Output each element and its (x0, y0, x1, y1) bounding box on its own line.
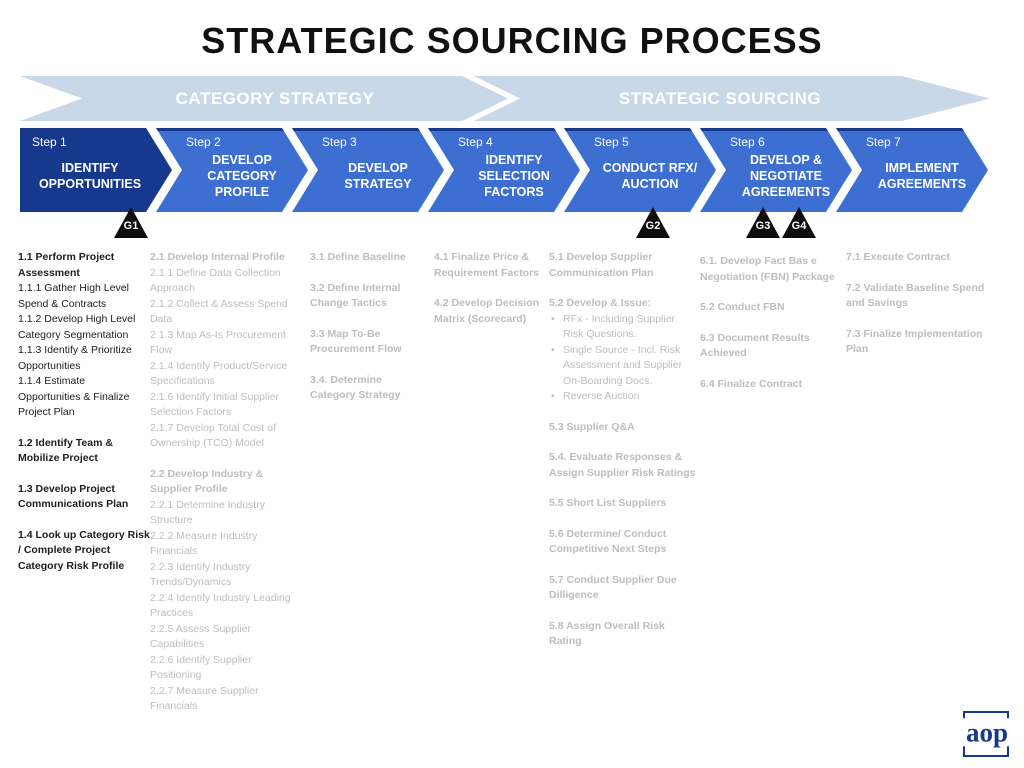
step-title: IMPLEMENT AGREEMENTS (877, 161, 967, 191)
task-item: 1.1.1 Gather High Level Spend & Contract… (18, 282, 129, 310)
step-number-label: Step 1 (32, 135, 67, 149)
aop-logo: aop (958, 704, 1016, 762)
task-item: 4.1 Finalize Price & Requirement Factors (434, 251, 540, 279)
task-item: 5.2 Develop & Issue: (549, 297, 652, 309)
step-chevron-3: Step 3 DEVELOP STRATEGY (292, 128, 444, 212)
task-item: 5.6 Determine/ Conduct Competitive Next … (549, 527, 667, 556)
task-item: 5.1 Develop Supplier Communication Plan (549, 251, 654, 279)
task-item: 2.2.5 Assess Supplier Capabilities (150, 622, 251, 651)
step-chevron-1: Step 1 IDENTIFY OPPORTUNITIES (20, 128, 172, 212)
task-item: 1.3 Develop Project Communications Plan (18, 482, 129, 511)
gate-label: G4 (791, 220, 807, 232)
step-chevron-6: Step 6 DEVELOP & NEGOTIATE AGREEMENTS (700, 128, 852, 212)
task-item: 6.4 Finalize Contract (700, 377, 803, 390)
detail-column-step-3: 3.1 Define Baseline 3.2 Define Internal C… (310, 250, 428, 404)
task-item: 2.2.3 Identify Industry Trends/Dynamics (150, 560, 251, 589)
task-item: 2.1.2 Collect & Assess Spend Data (150, 297, 288, 326)
phase-banner-arrow: CATEGORY STRATEGY STRATEGIC SOURCING (20, 76, 990, 121)
task-item: 2.2 Develop Industry & Supplier Profile (150, 467, 264, 496)
phase-separator-chevron-icon (462, 76, 520, 121)
task-item: 7.1 Execute Contract (846, 251, 950, 263)
detail-column-step-4: 4.1 Finalize Price & Requirement Factors… (434, 250, 546, 327)
step-number-label: Step 2 (186, 135, 221, 149)
task-item: 2.2.4 Identify Industry Leading Practice… (150, 591, 291, 620)
detail-column-step-5: 5.1 Develop Supplier Communication Plan 5… (549, 250, 697, 650)
step-number-label: Step 3 (322, 135, 357, 149)
task-item: 5.4. Evaluate Responses & Assign Supplie… (549, 451, 696, 479)
task-item: 7.2 Validate Baseline Spend and Savings (846, 281, 985, 310)
task-item: 3.3 Map To-Be Procurement Flow (310, 327, 402, 356)
step-number-label: Step 5 (594, 135, 629, 149)
step-chevron-5: Step 5 CONDUCT RFX/ AUCTION (564, 128, 716, 212)
aop-logo-text: aop (958, 718, 1016, 747)
task-item: 2.1.3 Map As-Is Procurement Flow (150, 328, 286, 357)
task-item: 2.2.1 Determine Industry Structure (150, 498, 265, 527)
task-item: 3.1 Define Baseline (310, 251, 406, 263)
task-item: 2.2.2 Measure Industry Financials (150, 529, 258, 558)
gate-label: G1 (123, 220, 139, 232)
bullet-list-item: Reverse Auction (549, 389, 697, 405)
task-item: 2.1 Develop Internal Profile (150, 251, 285, 263)
step-title: DEVELOP CATEGORY PROFILE (207, 153, 277, 199)
step-title: CONDUCT RFX/ AUCTION (602, 161, 698, 191)
phase-label-strategic-sourcing: STRATEGIC SOURCING (618, 88, 822, 108)
task-item: 2.2.7 Measure Supplier Financials (150, 684, 259, 713)
task-item: 1.1.2 Develop High Level Category Segmen… (18, 313, 136, 341)
task-item: 5.7 Conduct Supplier Due Dilligence (549, 573, 677, 602)
step-number-label: Step 4 (458, 135, 493, 149)
step-chevron-7: Step 7 IMPLEMENT AGREEMENTS (836, 128, 988, 212)
step-title: DEVELOP & NEGOTIATE AGREEMENTS (741, 153, 831, 199)
page-title: STRATEGIC SOURCING PROCESS (201, 20, 823, 61)
task-item: 2.1.4 Identify Product/Service Specifica… (150, 359, 288, 388)
task-item: 3.2 Define Internal Change Tactics (310, 281, 401, 310)
step-number-label: Step 6 (730, 135, 765, 149)
task-item: 5.3 Supplier Q&A (549, 420, 635, 433)
step-title: IDENTIFY SELECTION FACTORS (478, 153, 550, 199)
task-item: 1.1.3 Identify & Prioritize Opportunitie… (18, 344, 132, 372)
task-item: 6.1. Develop Fact Bas e Negotiation (FBN… (700, 255, 835, 283)
task-item: 5.5 Short List Suppliers (549, 497, 667, 509)
gate-triangle-icon-g2: G2 (636, 207, 670, 238)
task-item: 3.4. Determine Category Strategy (310, 373, 401, 402)
task-item: 1.4 Look up Category Risk / Complete Pro… (18, 528, 150, 572)
task-item: 1.1.4 Estimate Opportunities & Finalize … (18, 375, 130, 418)
task-item: 1.2 Identify Team & Mobilize Project (18, 436, 113, 465)
process-steps-row: Step 1 IDENTIFY OPPORTUNITIES Step 2 DEVELO… (0, 128, 1024, 212)
detail-column-step-6: 6.1. Develop Fact Bas e Negotiation (FBN… (700, 254, 848, 392)
task-item: 5.2 Conduct FBN (700, 301, 785, 313)
task-item: 5.8 Assign Overall Risk Rating (549, 619, 665, 648)
task-item: 2.1.1 Define Data Collection Approach (150, 266, 281, 295)
task-item: 7.3 Finalize Implementation Plan (846, 327, 983, 356)
task-item: 1.1 Perform Project Assessment (18, 251, 115, 279)
gate-label: G3 (755, 220, 771, 232)
gate-label: G2 (645, 220, 661, 232)
gate-triangle-icon-g3: G3 (746, 207, 780, 238)
task-item: 4.2 Develop Decision Matrix (Scorecard) (434, 297, 540, 325)
task-item: 2.1.7 Develop Total Cost of Ownership (T… (150, 421, 276, 450)
step-chevron-2: Step 2 DEVELOP CATEGORY PROFILE (156, 128, 308, 212)
step-number-label: Step 7 (866, 135, 901, 149)
detail-column-step-1: 1.1 Perform Project Assessment 1.1.1 Gath… (18, 250, 150, 574)
bullet-list-item: RFx - Including Supplier Risk Questions. (549, 312, 697, 343)
detail-column-step-7: 7.1 Execute Contract 7.2 Validate Baselin… (846, 250, 998, 358)
detail-column-step-2: 2.1 Develop Internal Profile 2.1.1 Define… (150, 250, 302, 715)
phase-label-category-strategy: CATEGORY STRATEGY (175, 88, 375, 108)
gate-triangle-icon-g1: G1 (114, 207, 148, 238)
bullet-list-item: Single Source - Incl. Risk Assessment an… (549, 343, 697, 390)
task-item: 6.3 Document Results Achieved (700, 331, 810, 360)
step-title: DEVELOP STRATEGY (344, 161, 412, 191)
gate-triangle-icon-g4: G4 (782, 207, 816, 238)
task-item: 2.1.6 Identify Initial Supplier Selectio… (150, 390, 279, 419)
task-item: 2.2.6 Identify Supplier Positioning (150, 653, 252, 682)
step-chevron-4: Step 4 IDENTIFY SELECTION FACTORS (428, 128, 580, 212)
step-title: IDENTIFY OPPORTUNITIES (38, 161, 142, 191)
